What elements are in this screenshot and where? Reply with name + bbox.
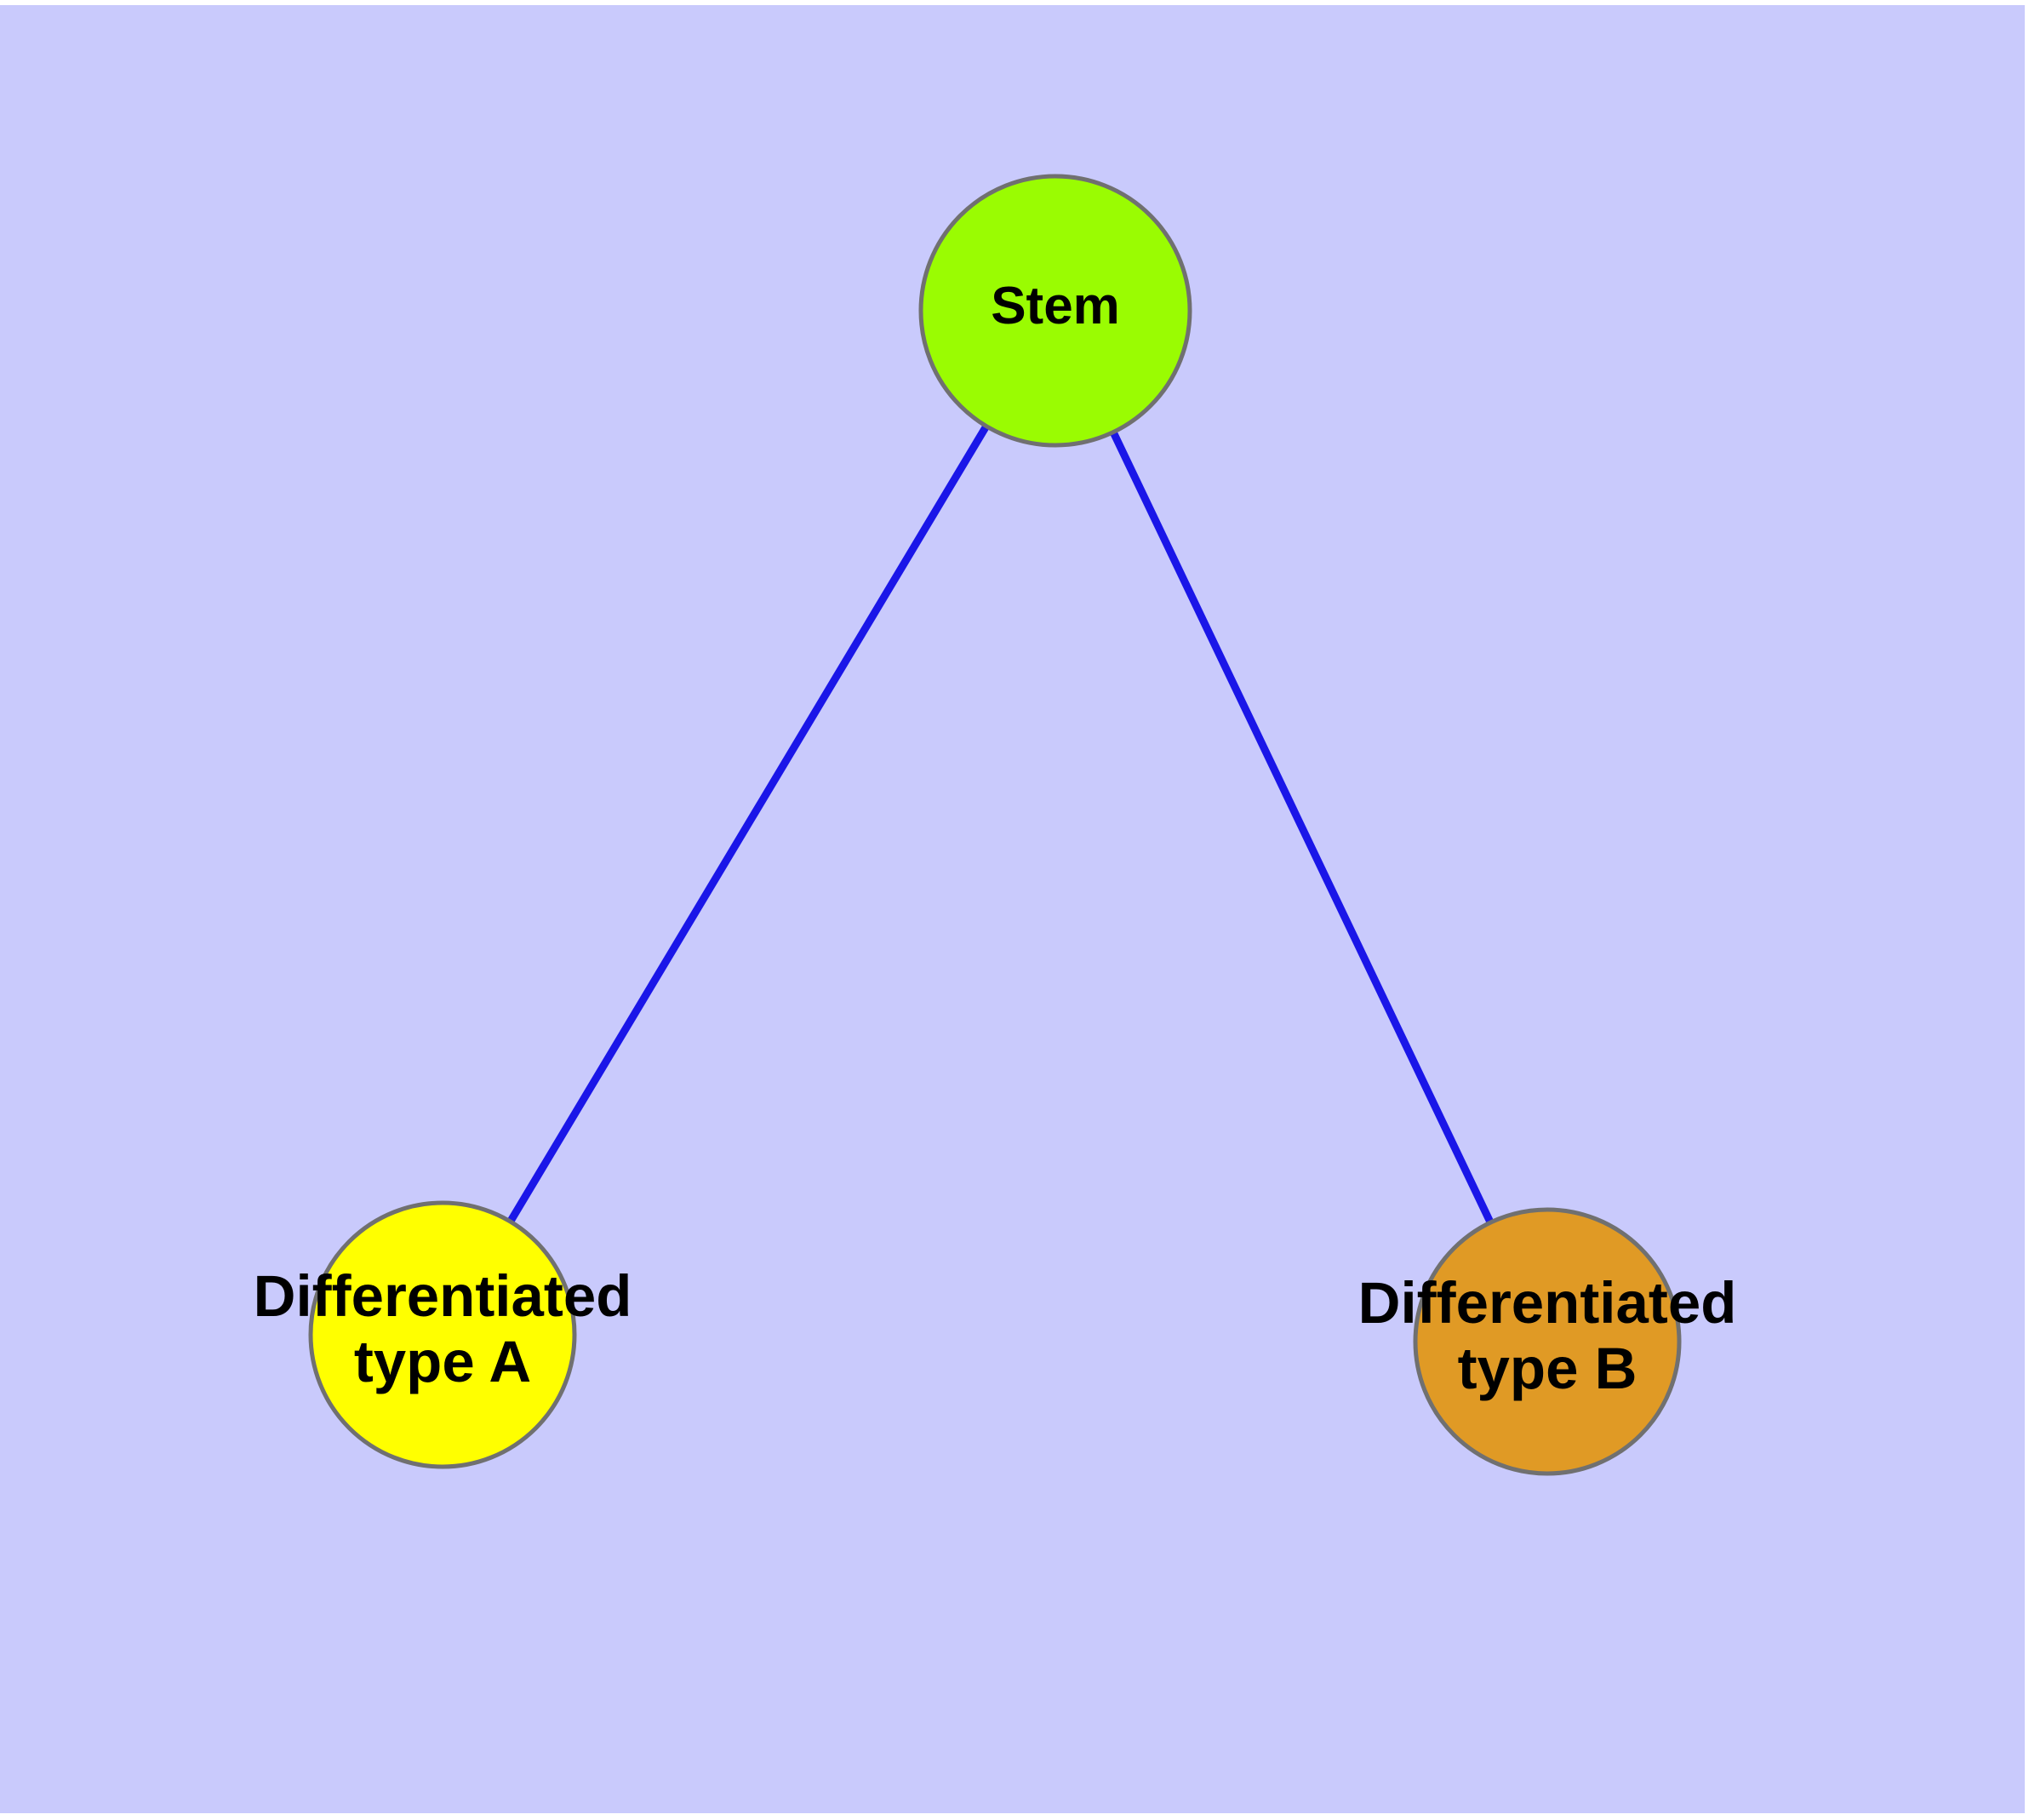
node-label-line: type A: [354, 1329, 531, 1394]
node-label-stem: Stem: [991, 277, 1120, 335]
node-label-line: type B: [1458, 1336, 1637, 1401]
node-diff_a[interactable]: [308, 1200, 577, 1469]
node-label-line: Differentiated: [254, 1263, 632, 1329]
nodes-layer: [308, 174, 1682, 1476]
node-stem[interactable]: [918, 174, 1192, 448]
node-diff_b[interactable]: [1413, 1207, 1682, 1476]
edge-stem-diff-b[interactable]: [1110, 432, 1494, 1223]
edges-layer: [507, 425, 1494, 1223]
edge-stem-diff-a[interactable]: [507, 425, 989, 1222]
node-label-line: Stem: [991, 277, 1120, 335]
node-label-line: Differentiated: [1358, 1270, 1737, 1336]
